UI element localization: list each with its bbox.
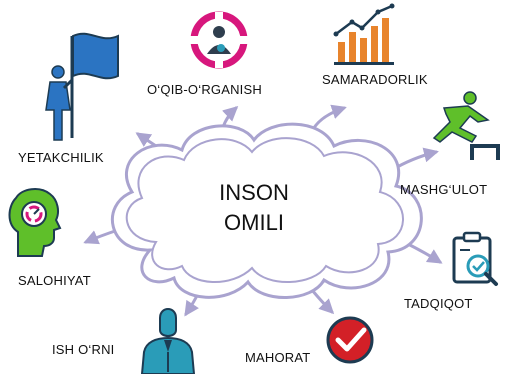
center-title-line1: INSON <box>219 180 289 205</box>
label-tadqiqot: TADQIQOT <box>404 296 473 311</box>
label-mahorat: MAHORAT <box>245 350 311 365</box>
hurdle-jumper-icon <box>432 91 500 160</box>
label-yetakchilik: YETAKCHILIK <box>18 150 104 165</box>
clipboard-magnifier-icon <box>452 231 498 286</box>
person-target-icon <box>190 11 248 69</box>
arrow-to-salohiyat <box>83 228 120 245</box>
label-samaradorlik: SAMARADORLIK <box>322 72 428 87</box>
flag-bearer-icon <box>45 32 119 141</box>
center-title: INSON OMILI <box>208 178 300 238</box>
arrow-to-mahorat <box>310 288 335 315</box>
cloud-shape <box>110 122 423 299</box>
label-mashgulot: MASHG‘ULOT <box>400 182 488 197</box>
label-oqib-organish: O‘QIB-O‘RGANISH <box>147 82 262 97</box>
head-gauge-icon <box>8 188 62 257</box>
center-title-line2: OMILI <box>224 210 284 235</box>
growth-chart-icon <box>333 3 395 65</box>
label-ish-orni: ISH O‘RNI <box>52 342 115 357</box>
arrow-to-samaradorlik <box>310 104 347 133</box>
business-person-icon <box>140 308 196 374</box>
label-salohiyat: SALOHIYAT <box>18 273 91 288</box>
checkmark-badge-icon <box>326 316 374 364</box>
